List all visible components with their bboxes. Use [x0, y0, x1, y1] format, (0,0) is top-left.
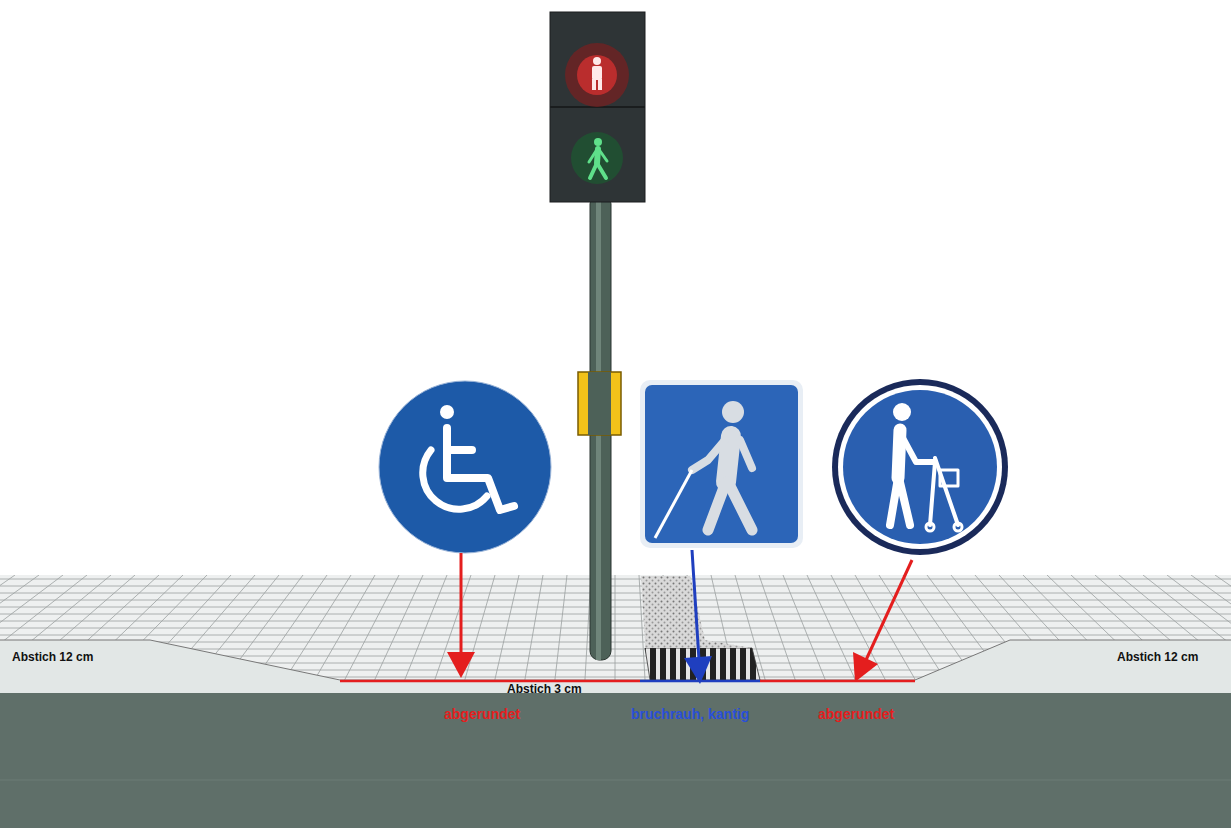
edge-type-label: abgerundet [818, 707, 894, 722]
rounded-curb-line [760, 680, 915, 683]
edge-type-label: abgerundet [444, 707, 520, 722]
pedestrian-signal [550, 12, 645, 202]
curb-height-label: Abstich 12 cm [12, 651, 93, 664]
rounded-curb-line [340, 680, 640, 683]
curb-height-label: Abstich 12 cm [1117, 651, 1198, 664]
blind-pedestrian-sign [640, 380, 803, 548]
pointer-arrows [447, 550, 912, 684]
walker-sign [832, 379, 1008, 555]
road [0, 693, 1231, 828]
curb-face [0, 640, 1231, 693]
red-pedestrian [592, 57, 602, 90]
curb-height-label: Abstich 3 cm [507, 683, 582, 696]
edge-type-label: bruchrauh, kantig [631, 707, 749, 722]
green-pedestrian [589, 138, 607, 178]
push-button [578, 372, 621, 435]
wheelchair-sign [379, 381, 551, 553]
paving-grid [0, 575, 1231, 700]
